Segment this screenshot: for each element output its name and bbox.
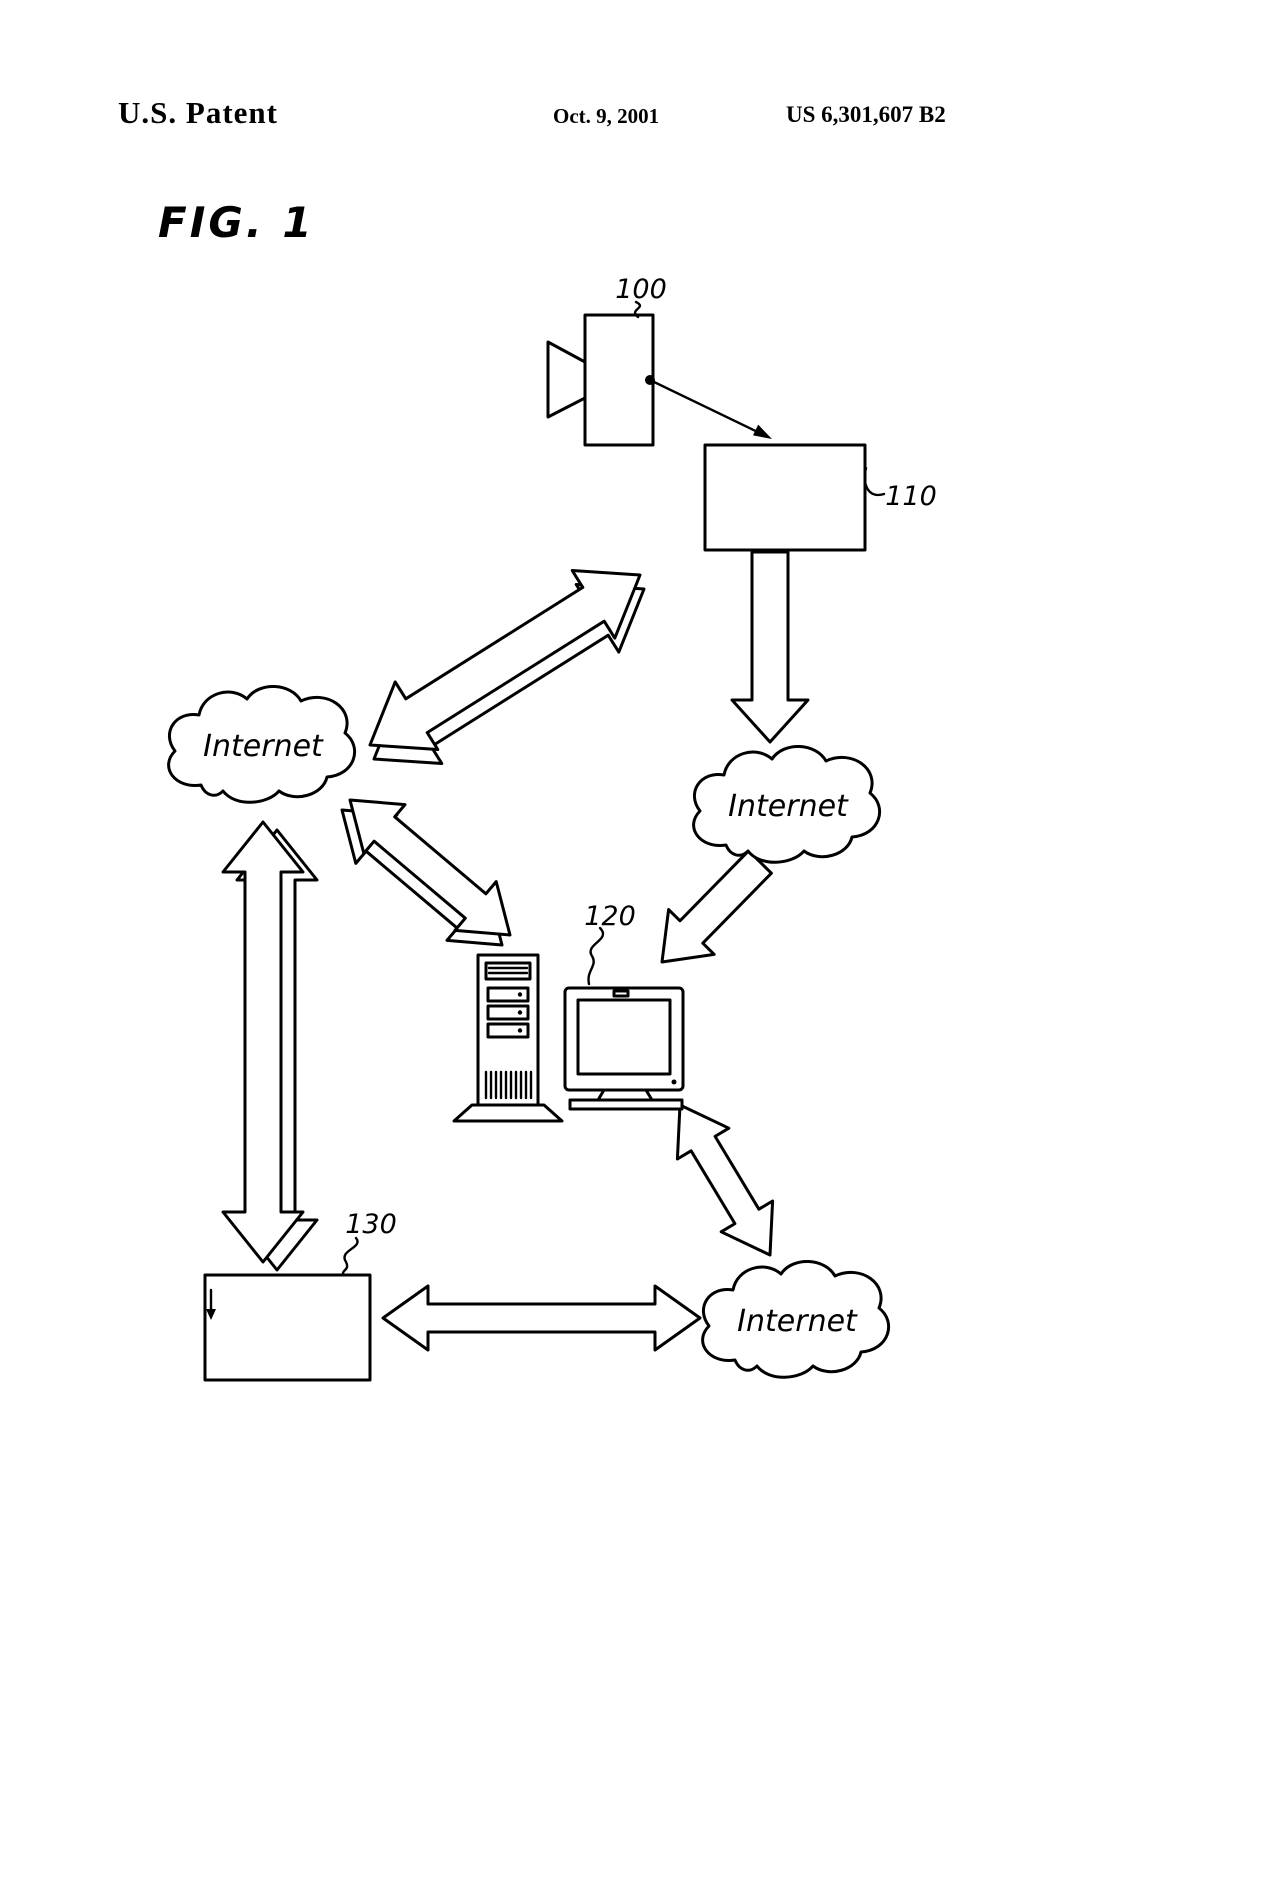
tower-top-vent xyxy=(484,961,532,981)
internet-label-left: Internet xyxy=(203,729,324,764)
ref-label-110: 110 xyxy=(885,481,937,512)
tower-slot-vents xyxy=(484,1070,533,1100)
tower-drive-bay xyxy=(486,986,530,1003)
arrow-box110-to-internet-right xyxy=(730,550,810,744)
tower-drive-led xyxy=(517,1028,523,1033)
patent-header-number: US 6,301,607 B2 xyxy=(786,102,946,127)
ref-label-100: 100 xyxy=(615,274,667,305)
video-camera-100 xyxy=(546,313,772,447)
internet-cloud-bottom: Internet xyxy=(701,1259,891,1379)
internet-cloud-left: Internet xyxy=(167,684,357,804)
arrow-internet-right-to-computer xyxy=(660,849,773,964)
tower-drive-bay xyxy=(486,1004,530,1021)
monitor-120 xyxy=(563,986,685,1111)
leader-120 xyxy=(587,926,604,986)
leader-130 xyxy=(341,1236,359,1276)
tower-drive-led xyxy=(517,992,523,997)
block-arrows xyxy=(221,550,810,1352)
box-130-rect xyxy=(203,1273,372,1382)
camera-to-box110-arrowhead xyxy=(753,424,772,439)
arrow-computer-to-internet-bottom xyxy=(675,1103,775,1257)
arrow-internet-left-to-computer xyxy=(348,798,512,937)
arrow-box130-to-internet-bottom xyxy=(381,1284,702,1352)
leader-100 xyxy=(633,300,642,319)
reference-leaders xyxy=(341,300,886,1276)
tower-drive-bay xyxy=(486,1022,530,1039)
tower-drive-led xyxy=(517,1010,523,1015)
camera-to-box110-line xyxy=(648,378,768,438)
camera-body xyxy=(583,313,655,447)
internet-cloud-right: Internet xyxy=(692,744,882,864)
internet-label-right: Internet xyxy=(728,789,849,824)
server-tower-120 xyxy=(452,953,564,1123)
monitor-top-detail xyxy=(612,989,630,998)
figure-label: FIG. 1 xyxy=(158,198,315,247)
leader-110 xyxy=(863,466,886,497)
ref-label-120: 120 xyxy=(584,901,636,932)
box-130-inner-arrowhead xyxy=(206,1309,216,1320)
monitor-screen xyxy=(576,998,672,1076)
camera-lens xyxy=(546,340,587,419)
patent-header-title: U.S. Patent xyxy=(118,95,278,130)
tower-pedestal xyxy=(452,1103,564,1123)
box-110 xyxy=(703,443,867,552)
monitor-base xyxy=(568,1098,684,1111)
patent-header-date: Oct. 9, 2001 xyxy=(553,104,660,128)
ref-label-130: 130 xyxy=(345,1209,397,1240)
arrow-internet-left-to-box110 xyxy=(368,569,642,751)
monitor-power-dot xyxy=(671,1079,677,1085)
arrow-internet-left-to-box130 xyxy=(221,820,305,1264)
internet-label-bottom: Internet xyxy=(737,1304,858,1339)
box-130 xyxy=(203,1273,372,1382)
